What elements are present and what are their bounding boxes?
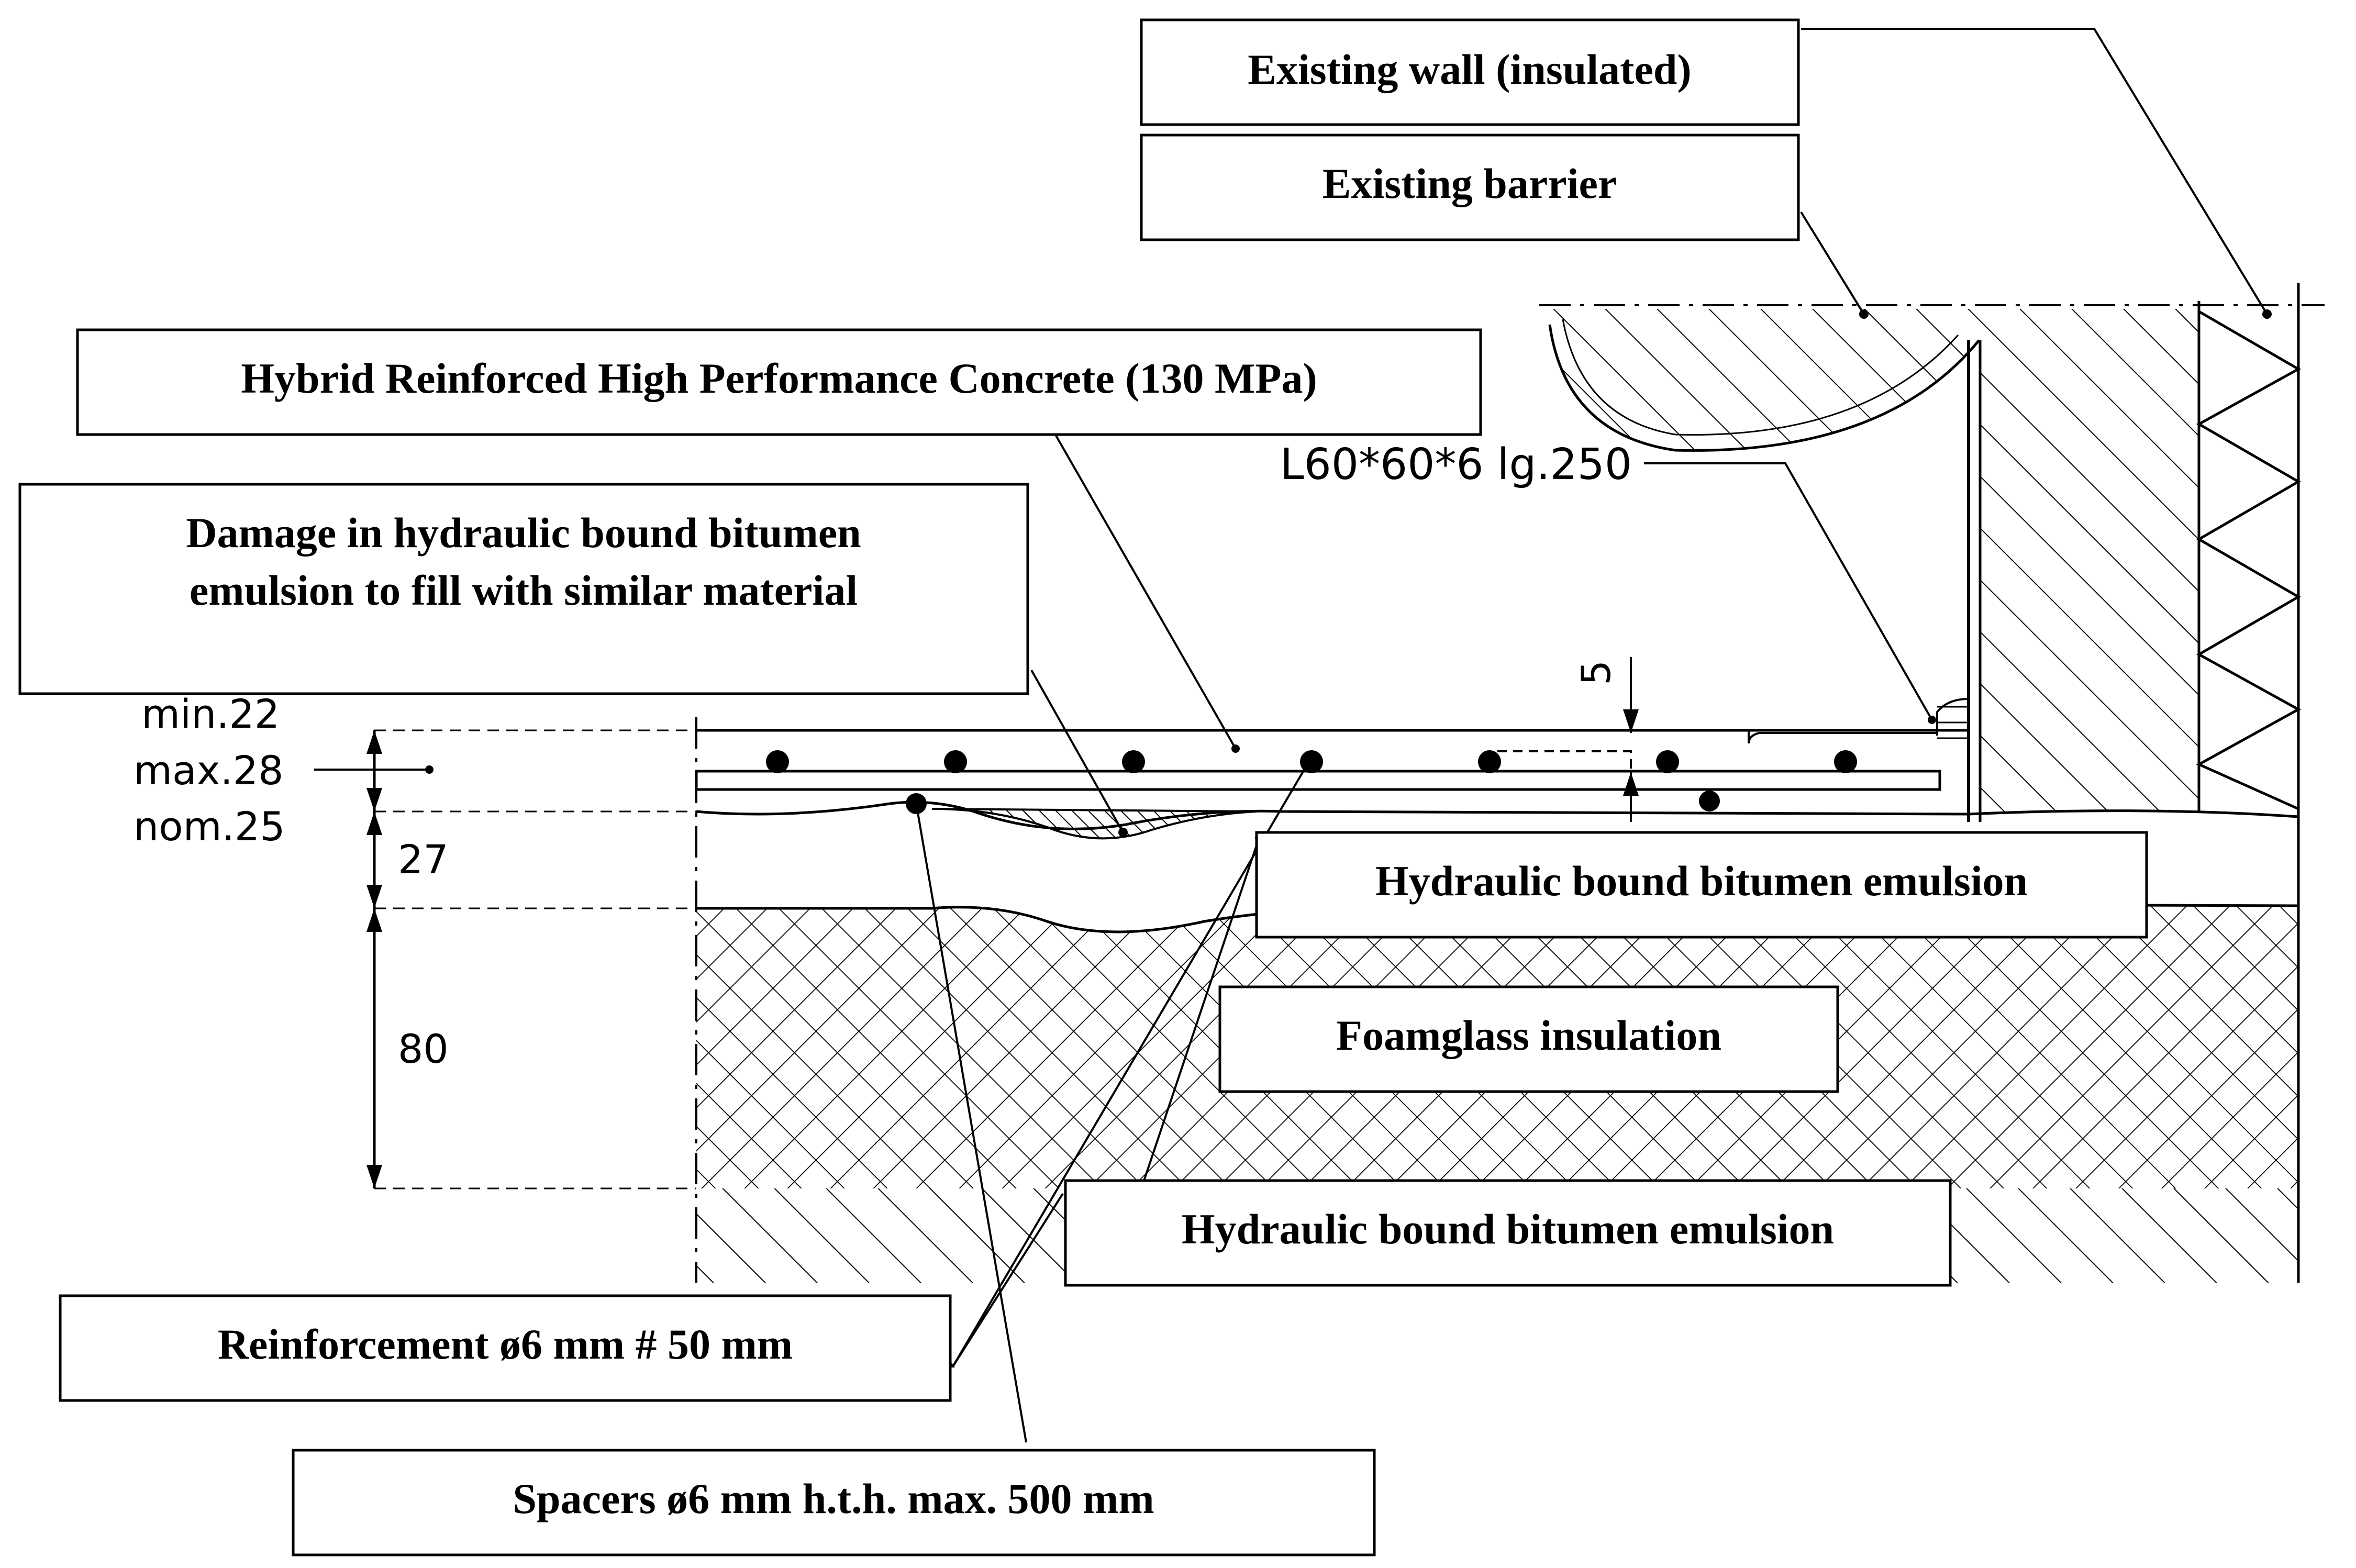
damage-fill <box>931 808 1257 840</box>
svg-text:Foamglass insulation: Foamglass insulation <box>1336 1011 1721 1059</box>
rebar <box>766 750 789 773</box>
rebars <box>766 750 1857 814</box>
dimension-chain <box>314 729 696 1189</box>
dim-max: max.28 <box>134 747 283 794</box>
dim-80: 80 <box>398 1026 449 1072</box>
svg-text:Hydraulic bound bitumen emulsi: Hydraulic bound bitumen emulsion <box>1182 1205 1834 1253</box>
rebar <box>1122 750 1145 773</box>
label-hbbe-upper: Hydraulic bound bitumen emulsion <box>1255 831 2148 939</box>
rebar <box>1478 750 1501 773</box>
label-existing-wall: Existing wall (insulated) <box>1140 18 1800 126</box>
insert-dashed-outline <box>1497 750 1632 775</box>
svg-text:Hydraulic bound bitumen emulsi: Hydraulic bound bitumen emulsion <box>1375 857 2028 905</box>
svg-text:Reinforcement ø6 mm # 50 mm: Reinforcement ø6 mm # 50 mm <box>218 1320 793 1368</box>
wall-hatch <box>1539 309 2199 811</box>
spacer <box>1699 791 1720 811</box>
label-angle: L60*60*6 lg.250 <box>1280 440 1632 490</box>
insert-dimension <box>1623 657 1639 822</box>
leader-lines <box>915 28 2272 1443</box>
svg-text:emulsion to fill with similar: emulsion to fill with similar material <box>190 566 858 614</box>
svg-text:Existing barrier: Existing barrier <box>1323 160 1617 207</box>
rebar <box>1656 750 1679 773</box>
svg-text:L60*60*6 lg.250: L60*60*6 lg.250 <box>1280 440 1632 490</box>
dim-min: min.22 <box>141 691 280 737</box>
label-existing-barrier: Existing barrier <box>1140 134 1800 241</box>
svg-text:Spacers ø6 mm h.t.h. max. 500: Spacers ø6 mm h.t.h. max. 500 mm <box>513 1475 1154 1522</box>
label-foamglass: Foamglass insulation <box>1218 985 1839 1093</box>
dim-27: 27 <box>398 836 449 883</box>
label-damage: Damage in hydraulic bound bitumen emulsi… <box>18 483 1029 695</box>
label-reinforcement: Reinforcement ø6 mm # 50 mm <box>59 1294 952 1402</box>
dim-nom: nom.25 <box>134 803 285 850</box>
svg-text:Existing wall (insulated): Existing wall (insulated) <box>1248 46 1691 93</box>
label-hbbe-lower: Hydraulic bound bitumen emulsion <box>1064 1179 1952 1287</box>
svg-text:Hybrid Reinforced High Perform: Hybrid Reinforced High Performance Concr… <box>241 354 1317 402</box>
angle-profile <box>1748 340 1982 822</box>
rebar <box>1834 750 1857 773</box>
wall-insulation-zigzag <box>2196 283 2302 1283</box>
label-hrhpc: Hybrid Reinforced High Performance Concr… <box>76 328 1482 436</box>
label-spacers: Spacers ø6 mm h.t.h. max. 500 mm <box>292 1449 1376 1556</box>
dim-5: 5 <box>1573 660 1619 685</box>
rebar <box>944 750 967 773</box>
svg-text:Damage in hydraulic bound bitu: Damage in hydraulic bound bitumen <box>186 509 861 557</box>
